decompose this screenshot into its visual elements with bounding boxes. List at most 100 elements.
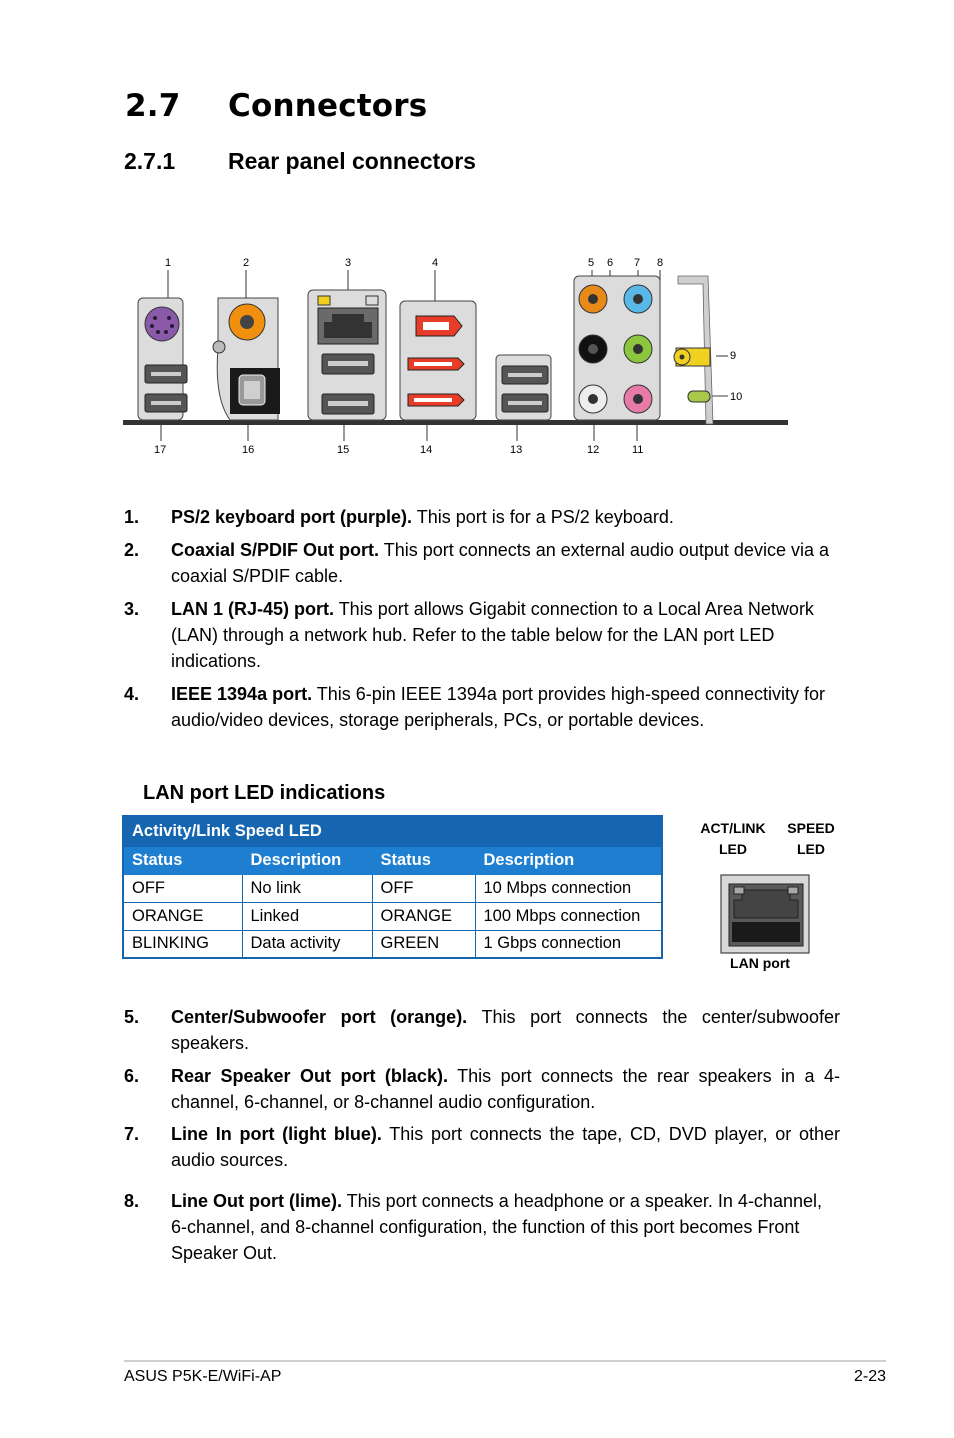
subsection-number: 2.7.1 bbox=[124, 148, 176, 174]
table-cell: 1 Gbps connection bbox=[474, 929, 663, 959]
callout-14: 14 bbox=[420, 444, 432, 456]
column-header: Status bbox=[371, 845, 476, 875]
speed-label-line2: LED bbox=[797, 841, 825, 857]
item-text: This port allows Gigabit connection to a… bbox=[171, 599, 814, 671]
ps2-port bbox=[144, 306, 180, 342]
subsection-title: Rear panel connectors bbox=[228, 148, 476, 174]
act-link-label-line2: LED bbox=[719, 841, 747, 857]
spdif-indicator bbox=[212, 340, 226, 354]
item-text: This port connects an external audio out… bbox=[171, 540, 829, 586]
table-cell: Linked bbox=[241, 901, 373, 931]
table-cell: ORANGE bbox=[122, 901, 243, 931]
table-group-header: Activity/Link Speed LED bbox=[122, 815, 663, 847]
act-link-led-label: ACT/LINK LED bbox=[694, 818, 772, 860]
table-header-row: Status Description Status Description bbox=[122, 845, 663, 875]
lan-led-left bbox=[317, 295, 331, 306]
table-cell: ORANGE bbox=[371, 901, 476, 931]
table-group-header-row: Activity/Link Speed LED bbox=[122, 815, 663, 847]
table-cell: 100 Mbps connection bbox=[474, 901, 663, 931]
section-number: 2.7 bbox=[125, 88, 181, 124]
table-cell: OFF bbox=[122, 873, 243, 903]
table-cell: OFF bbox=[371, 873, 476, 903]
item-title: Rear Speaker Out port (black). bbox=[171, 1066, 448, 1086]
item-title: Center/Subwoofer port (orange). bbox=[171, 1007, 468, 1027]
callout-10: 10 bbox=[730, 391, 742, 403]
callout-4: 4 bbox=[432, 257, 438, 269]
rear-bracket bbox=[677, 275, 714, 425]
footer-page-number: 2-23 bbox=[853, 1368, 886, 1385]
item-number: 8. bbox=[124, 1191, 140, 1211]
right-callouts: 9 10 bbox=[730, 350, 742, 403]
table-cell: No link bbox=[241, 873, 373, 903]
lan-table-title: LAN port LED indications bbox=[143, 782, 386, 804]
list-item-1: 1. PS/2 keyboard port (purple). This por… bbox=[124, 504, 840, 530]
table-row: BLINKING Data activity GREEN 1 Gbps conn… bbox=[122, 929, 663, 959]
item-number: 2. bbox=[124, 540, 140, 560]
item-title: Line Out port (lime). bbox=[171, 1191, 342, 1211]
callout-12: 12 bbox=[587, 444, 599, 456]
column-header: Status bbox=[122, 845, 243, 875]
callout-9: 9 bbox=[730, 350, 736, 362]
ps2-pins bbox=[150, 316, 174, 334]
list-item-5: 5. Center/Subwoofer port (orange). This … bbox=[124, 1004, 840, 1056]
callout-15: 15 bbox=[337, 444, 349, 456]
column-header: Description bbox=[474, 845, 663, 875]
callout-5: 5 bbox=[588, 257, 594, 269]
callout-3: 3 bbox=[345, 257, 351, 269]
footer-product-name: ASUS P5K-E/WiFi-AP bbox=[124, 1368, 282, 1385]
item-number: 1. bbox=[124, 507, 140, 527]
speed-label-line1: SPEED bbox=[787, 820, 835, 836]
list-item-7: 7. Line In port (light blue). This port … bbox=[124, 1121, 840, 1173]
callout-11: 11 bbox=[632, 444, 643, 456]
list-item-4: 4. IEEE 1394a port. This 6-pin IEEE 1394… bbox=[124, 681, 840, 733]
item-number: 5. bbox=[124, 1007, 140, 1027]
item-number: 4. bbox=[124, 684, 140, 704]
top-callouts: 1 2 3 4 5 6 7 8 bbox=[165, 257, 663, 269]
item-text: This port connects a headphone or a spea… bbox=[171, 1191, 822, 1263]
subsection-heading: 2.7.1 Rear panel connectors bbox=[124, 148, 476, 175]
callout-16: 16 bbox=[242, 444, 254, 456]
callout-7: 7 bbox=[634, 257, 640, 269]
list-item-6: 6. Rear Speaker Out port (black). This p… bbox=[124, 1063, 840, 1115]
item-text: This port is for a PS/2 keyboard. bbox=[412, 507, 674, 527]
item-title: Coaxial S/PDIF Out port. bbox=[171, 540, 380, 560]
item-number: 7. bbox=[124, 1124, 140, 1144]
table-row: ORANGE Linked ORANGE 100 Mbps connection bbox=[122, 901, 663, 931]
table-cell: 10 Mbps connection bbox=[474, 873, 663, 903]
item-title: PS/2 keyboard port (purple). bbox=[171, 507, 413, 527]
item-title: Line In port (light blue). bbox=[171, 1124, 382, 1144]
table-cell: GREEN bbox=[371, 929, 476, 959]
section-title: Connectors bbox=[228, 88, 428, 124]
callout-1: 1 bbox=[165, 257, 171, 269]
item-number: 6. bbox=[124, 1066, 140, 1086]
item-title: IEEE 1394a port. bbox=[171, 684, 313, 704]
wifi-led bbox=[687, 390, 711, 403]
column-header: Description bbox=[241, 845, 373, 875]
list-item-8: 8. Line Out port (lime). This port conne… bbox=[124, 1188, 840, 1266]
list-item-3: 3. LAN 1 (RJ-45) port. This port allows … bbox=[124, 596, 840, 674]
callout-8: 8 bbox=[657, 257, 663, 269]
item-title: LAN 1 (RJ-45) port. bbox=[171, 599, 335, 619]
footer-divider bbox=[124, 1360, 886, 1362]
item-text: This port connects the rear speakers in … bbox=[171, 1066, 841, 1112]
lan-port-label: LAN port bbox=[730, 955, 790, 971]
section-heading: 2.7 Connectors bbox=[125, 88, 427, 124]
lan-port-figure: ACT/LINK LED SPEED LED LAN port bbox=[690, 818, 850, 978]
callout-13: 13 bbox=[510, 444, 522, 456]
speed-led-label: SPEED LED bbox=[778, 818, 844, 860]
item-text: This port connects the tape, CD, DVD pla… bbox=[171, 1124, 841, 1170]
table-cell: BLINKING bbox=[122, 929, 243, 959]
list-item-2: 2. Coaxial S/PDIF Out port. This port co… bbox=[124, 537, 840, 589]
item-number: 3. bbox=[124, 599, 140, 619]
table-row: OFF No link OFF 10 Mbps connection bbox=[122, 873, 663, 903]
lan-led-right bbox=[365, 295, 379, 306]
table-cell: Data activity bbox=[241, 929, 373, 959]
rear-panel-diagram: 1 2 3 4 5 6 7 8 9 10 17 16 15 14 13 12 1… bbox=[123, 257, 788, 456]
bottom-callouts: 17 16 15 14 13 12 11 bbox=[154, 444, 643, 456]
act-link-label-line1: ACT/LINK bbox=[700, 820, 766, 836]
callout-2: 2 bbox=[243, 257, 249, 269]
board-edge bbox=[123, 420, 788, 425]
lan-led-table: Activity/Link Speed LED Status Descripti… bbox=[122, 815, 663, 959]
callout-17: 17 bbox=[154, 444, 166, 456]
callout-6: 6 bbox=[607, 257, 613, 269]
